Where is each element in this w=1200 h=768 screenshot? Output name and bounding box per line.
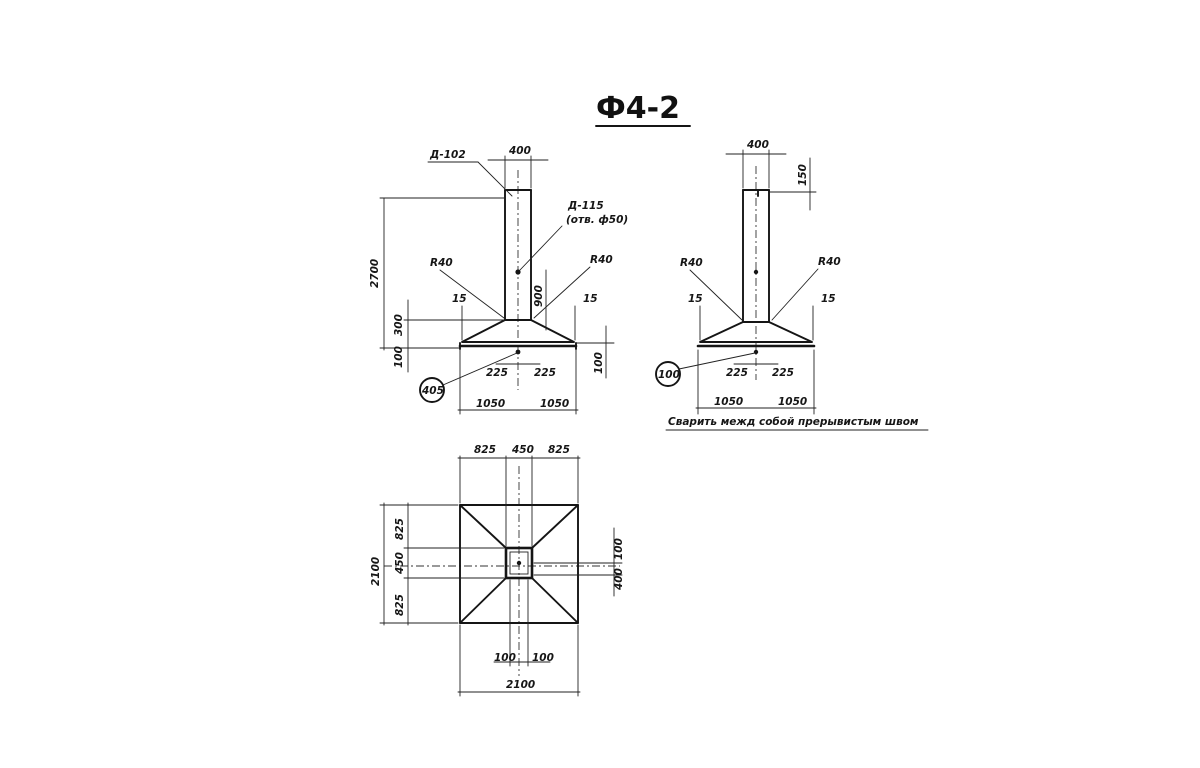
dim-right-400: 400 — [613, 568, 625, 591]
leader-line — [678, 352, 756, 370]
slope-edge — [459, 577, 507, 624]
leader-line — [442, 352, 518, 386]
base-slope — [461, 319, 575, 343]
label-15-right: 15 — [583, 293, 598, 305]
callout-100: 100 — [658, 369, 680, 381]
label-d102: Д-102 — [429, 149, 466, 161]
label-15-left: 15 — [688, 293, 703, 305]
dim-bottom-2100: 2100 — [506, 679, 535, 691]
label-15-left: 15 — [452, 293, 467, 305]
label-hole: (отв. ф50) — [566, 214, 628, 226]
callout-circle — [655, 361, 681, 387]
dim-top-825-left: 825 — [474, 444, 496, 456]
elevation-right: 400 150 R40 R40 15 15 225 225 1050 1 — [655, 139, 929, 431]
dim-bottom-100-right: 100 — [532, 652, 554, 664]
dim-300: 300 — [393, 314, 405, 336]
dim-1050-right: 1050 — [778, 396, 807, 408]
dim-225-left: 225 — [486, 367, 508, 379]
leader-line — [689, 269, 743, 321]
dim-225-right: 225 — [534, 367, 556, 379]
bolt-hole-icon — [516, 560, 522, 566]
dim-225-left: 225 — [726, 367, 748, 379]
dim-1050-right: 1050 — [540, 398, 569, 410]
dim-100: 100 — [393, 346, 405, 368]
dim-right-100: 100 — [593, 352, 605, 374]
dim-2700: 2700 — [369, 259, 381, 288]
dim-top-825-right: 825 — [548, 444, 570, 456]
slope-edge — [459, 504, 507, 549]
label-15-right: 15 — [821, 293, 836, 305]
plan-view: 825 450 825 2100 825 450 825 100 400 1 — [370, 444, 625, 697]
leader-line — [771, 268, 819, 321]
slope-edge — [531, 504, 579, 549]
elevation-left: 400 Д-102 Д-115 (отв. ф50) 2700 300 100 … — [369, 145, 628, 415]
welding-note: Сварить межд собой прерывистым швом — [668, 416, 919, 428]
leader-line — [519, 225, 563, 271]
column-section — [504, 546, 534, 580]
dim-left-825-top: 825 — [394, 518, 406, 540]
callout-circle — [419, 377, 445, 403]
label-r40-left: R40 — [430, 257, 453, 269]
label-r40-right: R40 — [818, 256, 841, 268]
dim-left-825-bottom: 825 — [394, 594, 406, 616]
leader-line — [439, 269, 505, 319]
callout-405: 405 — [421, 385, 444, 397]
slope-edge — [531, 577, 579, 624]
dim-900: 900 — [533, 285, 545, 307]
base-slope — [699, 321, 813, 343]
dim-left-2100: 2100 — [370, 557, 382, 586]
dim-1050-left: 1050 — [714, 396, 743, 408]
label-r40-right: R40 — [590, 254, 613, 266]
dim-400: 400 — [746, 139, 769, 151]
label-r40-left: R40 — [680, 257, 703, 269]
dim-400: 400 — [508, 145, 531, 157]
dim-150: 150 — [797, 164, 809, 186]
dim-1050-left: 1050 — [476, 398, 505, 410]
leader-line — [477, 161, 513, 197]
dim-right-100: 100 — [613, 538, 625, 560]
dim-top-450: 450 — [511, 444, 534, 456]
dim-225-right: 225 — [772, 367, 794, 379]
bolt-hole-icon — [753, 269, 759, 275]
column-inner — [509, 551, 529, 575]
dim-bottom-100-left: 100 — [494, 652, 516, 664]
leader-line — [533, 266, 591, 319]
bolt-hole-icon — [515, 269, 521, 275]
dim-left-450: 450 — [394, 552, 406, 575]
label-d115: Д-115 — [567, 200, 604, 212]
base-plate-outline — [459, 504, 579, 624]
drawing-title: Ф4-2 — [596, 91, 680, 126]
